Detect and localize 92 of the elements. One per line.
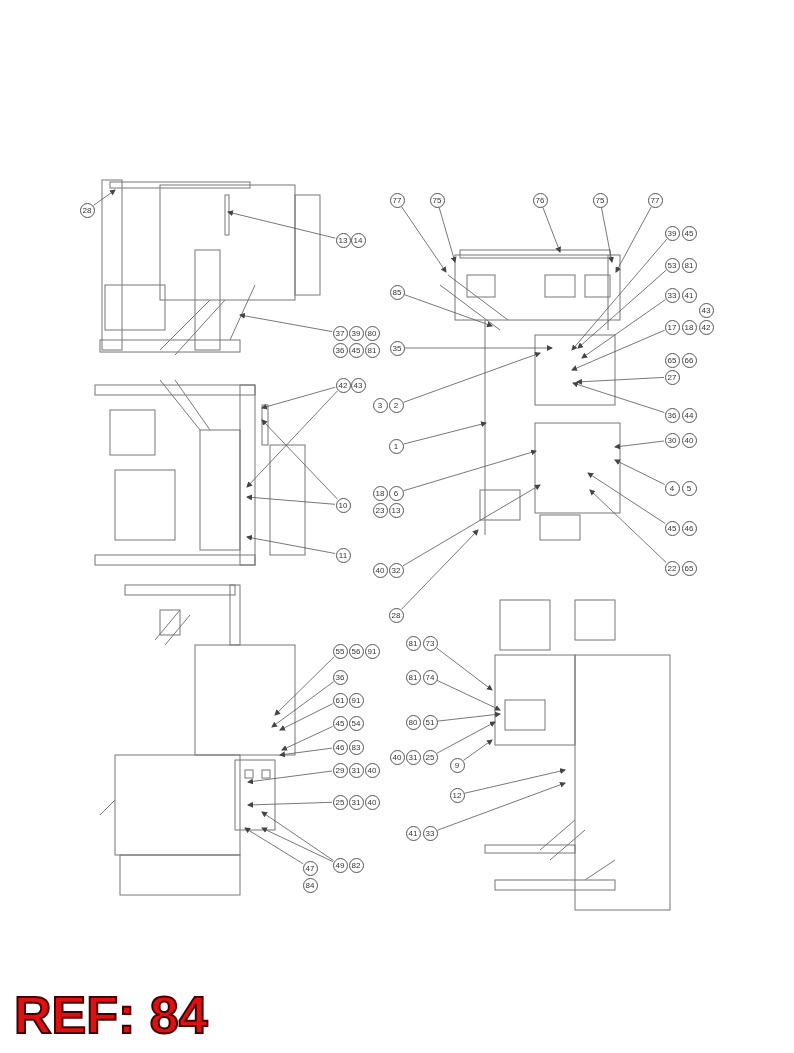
callout-number: 80 [405,714,421,730]
callout-number: 36 [332,669,348,685]
callout-number: 66 [681,352,697,368]
callout-number: 40 [364,794,380,810]
callout-number: 65 [681,560,697,576]
callout-number: 83 [348,739,364,755]
callout-number: 41 [405,825,421,841]
callout-number: 91 [348,692,364,708]
callout-number: 76 [532,192,548,208]
callout-number: 41 [681,287,697,303]
callout-number: 36 [332,342,348,358]
callout-number: 5 [681,480,697,496]
callout-number: 45 [664,520,680,536]
callout-number: 17 [664,319,680,335]
callout-number: 32 [388,562,404,578]
callout-number: 39 [348,325,364,341]
callout-number: 77 [389,192,405,208]
callout-number: 23 [372,502,388,518]
callout-number: 25 [332,794,348,810]
callout-number: 27 [664,369,680,385]
callout-number: 11 [335,547,351,563]
callout-number: 42 [698,319,714,335]
callout-number: 74 [422,669,438,685]
callout-number: 81 [681,257,697,273]
callout-number: 73 [422,635,438,651]
callout-number: 54 [348,715,364,731]
machine-side-view-drawing [99,584,296,896]
callout-number: 91 [364,643,380,659]
callout-number: 30 [664,432,680,448]
callout-number: 80 [364,325,380,341]
callout-number: 65 [664,352,680,368]
callout-number: 31 [348,762,364,778]
callout-number: 4 [664,480,680,496]
callout-number: 29 [332,762,348,778]
callout-number: 81 [364,342,380,358]
callout-number: 13 [388,502,404,518]
callout-number: 9 [449,757,465,773]
callout-number: 47 [302,860,318,876]
callout-number: 82 [348,857,364,873]
callout-number: 37 [332,325,348,341]
callout-number: 40 [681,432,697,448]
callout-number: 13 [335,232,351,248]
machine-rear-view-drawing [484,599,671,911]
callout-number: 3 [372,397,388,413]
callout-number: 25 [422,749,438,765]
callout-number: 77 [647,192,663,208]
callout-number: 42 [335,377,351,393]
callout-number: 81 [405,635,421,651]
machine-plan-view-drawing [439,249,621,541]
callout-number: 46 [332,739,348,755]
callout-number: 56 [348,643,364,659]
callout-number: 45 [681,225,697,241]
callout-number: 1 [388,438,404,454]
callout-number: 40 [364,762,380,778]
callout-number: 45 [332,715,348,731]
callout-number: 75 [429,192,445,208]
callout-number: 40 [372,562,388,578]
callout-number: 28 [388,607,404,623]
callout-number: 12 [449,787,465,803]
callout-number: 14 [350,232,366,248]
callout-number: 81 [405,669,421,685]
callout-number: 36 [664,407,680,423]
callout-number: 31 [348,794,364,810]
callout-number: 33 [664,287,680,303]
machine-end-view-drawing [94,379,306,566]
machine-top-view-drawing [99,179,321,356]
callout-number: 51 [422,714,438,730]
callout-number: 46 [681,520,697,536]
callout-number: 40 [389,749,405,765]
callout-number: 43 [698,302,714,318]
callout-number: 84 [302,877,318,893]
callout-number: 45 [348,342,364,358]
callout-number: 33 [422,825,438,841]
callout-number: 22 [664,560,680,576]
callout-number: 85 [389,284,405,300]
callout-number: 43 [350,377,366,393]
callout-number: 10 [335,497,351,513]
callout-number: 28 [79,202,95,218]
callout-number: 18 [372,485,388,501]
callout-number: 35 [389,340,405,356]
callout-number: 31 [405,749,421,765]
callout-number: 53 [664,257,680,273]
callout-number: 61 [332,692,348,708]
callout-number: 6 [388,485,404,501]
callout-number: 18 [681,319,697,335]
callout-number: 55 [332,643,348,659]
callout-number: 44 [681,407,697,423]
reference-label: REF: 84 [14,985,208,1045]
callout-number: 39 [664,225,680,241]
callout-number: 75 [592,192,608,208]
callout-number: 49 [332,857,348,873]
callout-number: 2 [388,397,404,413]
